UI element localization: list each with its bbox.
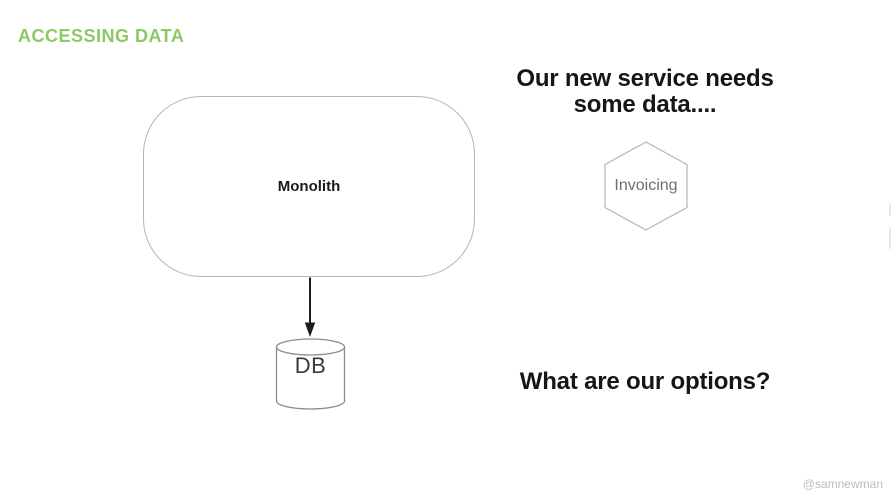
heading-new-service: Our new service needs some data.... xyxy=(478,66,812,118)
invoicing-service-hexagon: Invoicing xyxy=(604,141,688,231)
hexagon-icon xyxy=(604,141,688,231)
arrow-down-icon xyxy=(304,277,316,337)
db-label: DB xyxy=(294,353,327,378)
database-cylinder: DB xyxy=(275,338,346,410)
watermark-handle: @samnewman xyxy=(802,477,883,491)
heading-line-2: some data.... xyxy=(573,91,717,118)
heading-options-question: What are our options? xyxy=(519,368,771,395)
cylinder-icon xyxy=(275,338,346,410)
right-edge-artifact xyxy=(889,203,891,216)
invoicing-label: Invoicing xyxy=(614,177,678,194)
right-edge-artifact xyxy=(889,228,891,249)
monolith-label: Monolith xyxy=(277,178,341,195)
monolith-shape: Monolith xyxy=(143,96,475,277)
heading-line-1: Our new service needs xyxy=(516,65,774,92)
slide-title: ACCESSING DATA xyxy=(18,26,185,46)
